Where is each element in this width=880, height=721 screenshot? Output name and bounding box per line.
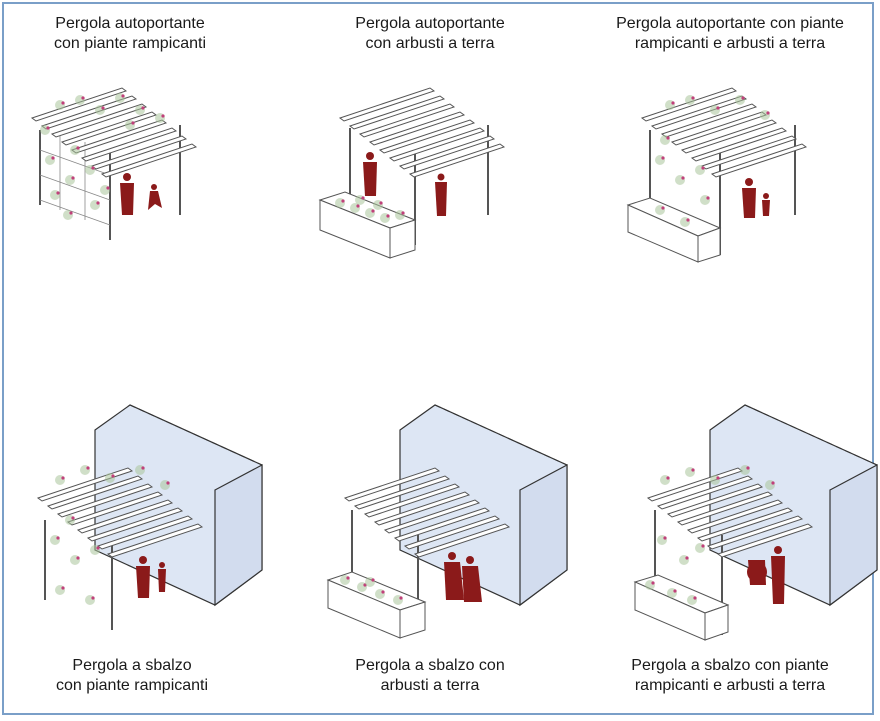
person-icon: [444, 552, 482, 602]
caption-line: Pergola autoportante: [55, 15, 205, 32]
pergola-cantilever-shrubs: [326, 404, 568, 639]
building-wall: [94, 404, 263, 607]
pergola-cantilever-climbing: [37, 404, 263, 630]
caption-line: Pergola a sbalzo: [72, 657, 192, 674]
planter-box: [633, 574, 730, 641]
caption-line: Pergola a sbalzo con piante: [631, 657, 829, 674]
building-wall: [399, 404, 568, 607]
person-icon: [747, 546, 785, 604]
building-wall: [709, 404, 878, 607]
pergola-freestanding-climbing: [31, 87, 197, 240]
caption-bottom-1: Pergola a sbalzo con piante rampicanti: [2, 656, 262, 696]
figure-frame: [2, 2, 874, 715]
planter-box: [318, 191, 417, 259]
caption-line: Pergola autoportante: [355, 15, 505, 32]
caption-line: arbusti a terra: [380, 677, 480, 694]
caption-top-2: Pergola autoportante con arbusti a terra: [300, 14, 560, 54]
caption-line: con arbusti a terra: [365, 35, 495, 52]
caption-line: rampicanti e arbusti a terra: [634, 677, 826, 694]
caption-line: rampicanti e arbusti a terra: [634, 35, 826, 52]
person-icon: [136, 556, 166, 598]
person-icon: [120, 173, 162, 215]
person-icon: [363, 152, 447, 216]
pergola-freestanding-climbing-shrubs: [626, 87, 807, 263]
caption-top-3: Pergola autoportante con piante rampican…: [600, 14, 860, 54]
planter-box: [626, 197, 722, 263]
caption-bottom-2: Pergola a sbalzo con arbusti a terra: [300, 656, 560, 696]
person-icon: [742, 178, 770, 218]
pergola-cantilever-climbing-shrubs: [633, 404, 878, 641]
caption-line: Pergola autoportante con piante: [616, 15, 844, 32]
caption-bottom-3: Pergola a sbalzo con piante rampicanti e…: [600, 656, 860, 696]
caption-line: con piante rampicanti: [53, 35, 207, 52]
caption-line: Pergola a sbalzo con: [355, 657, 505, 674]
caption-top-1: Pergola autoportante con piante rampican…: [0, 14, 260, 54]
caption-line: con piante rampicanti: [55, 677, 209, 694]
pergola-freestanding-shrubs: [318, 87, 505, 259]
